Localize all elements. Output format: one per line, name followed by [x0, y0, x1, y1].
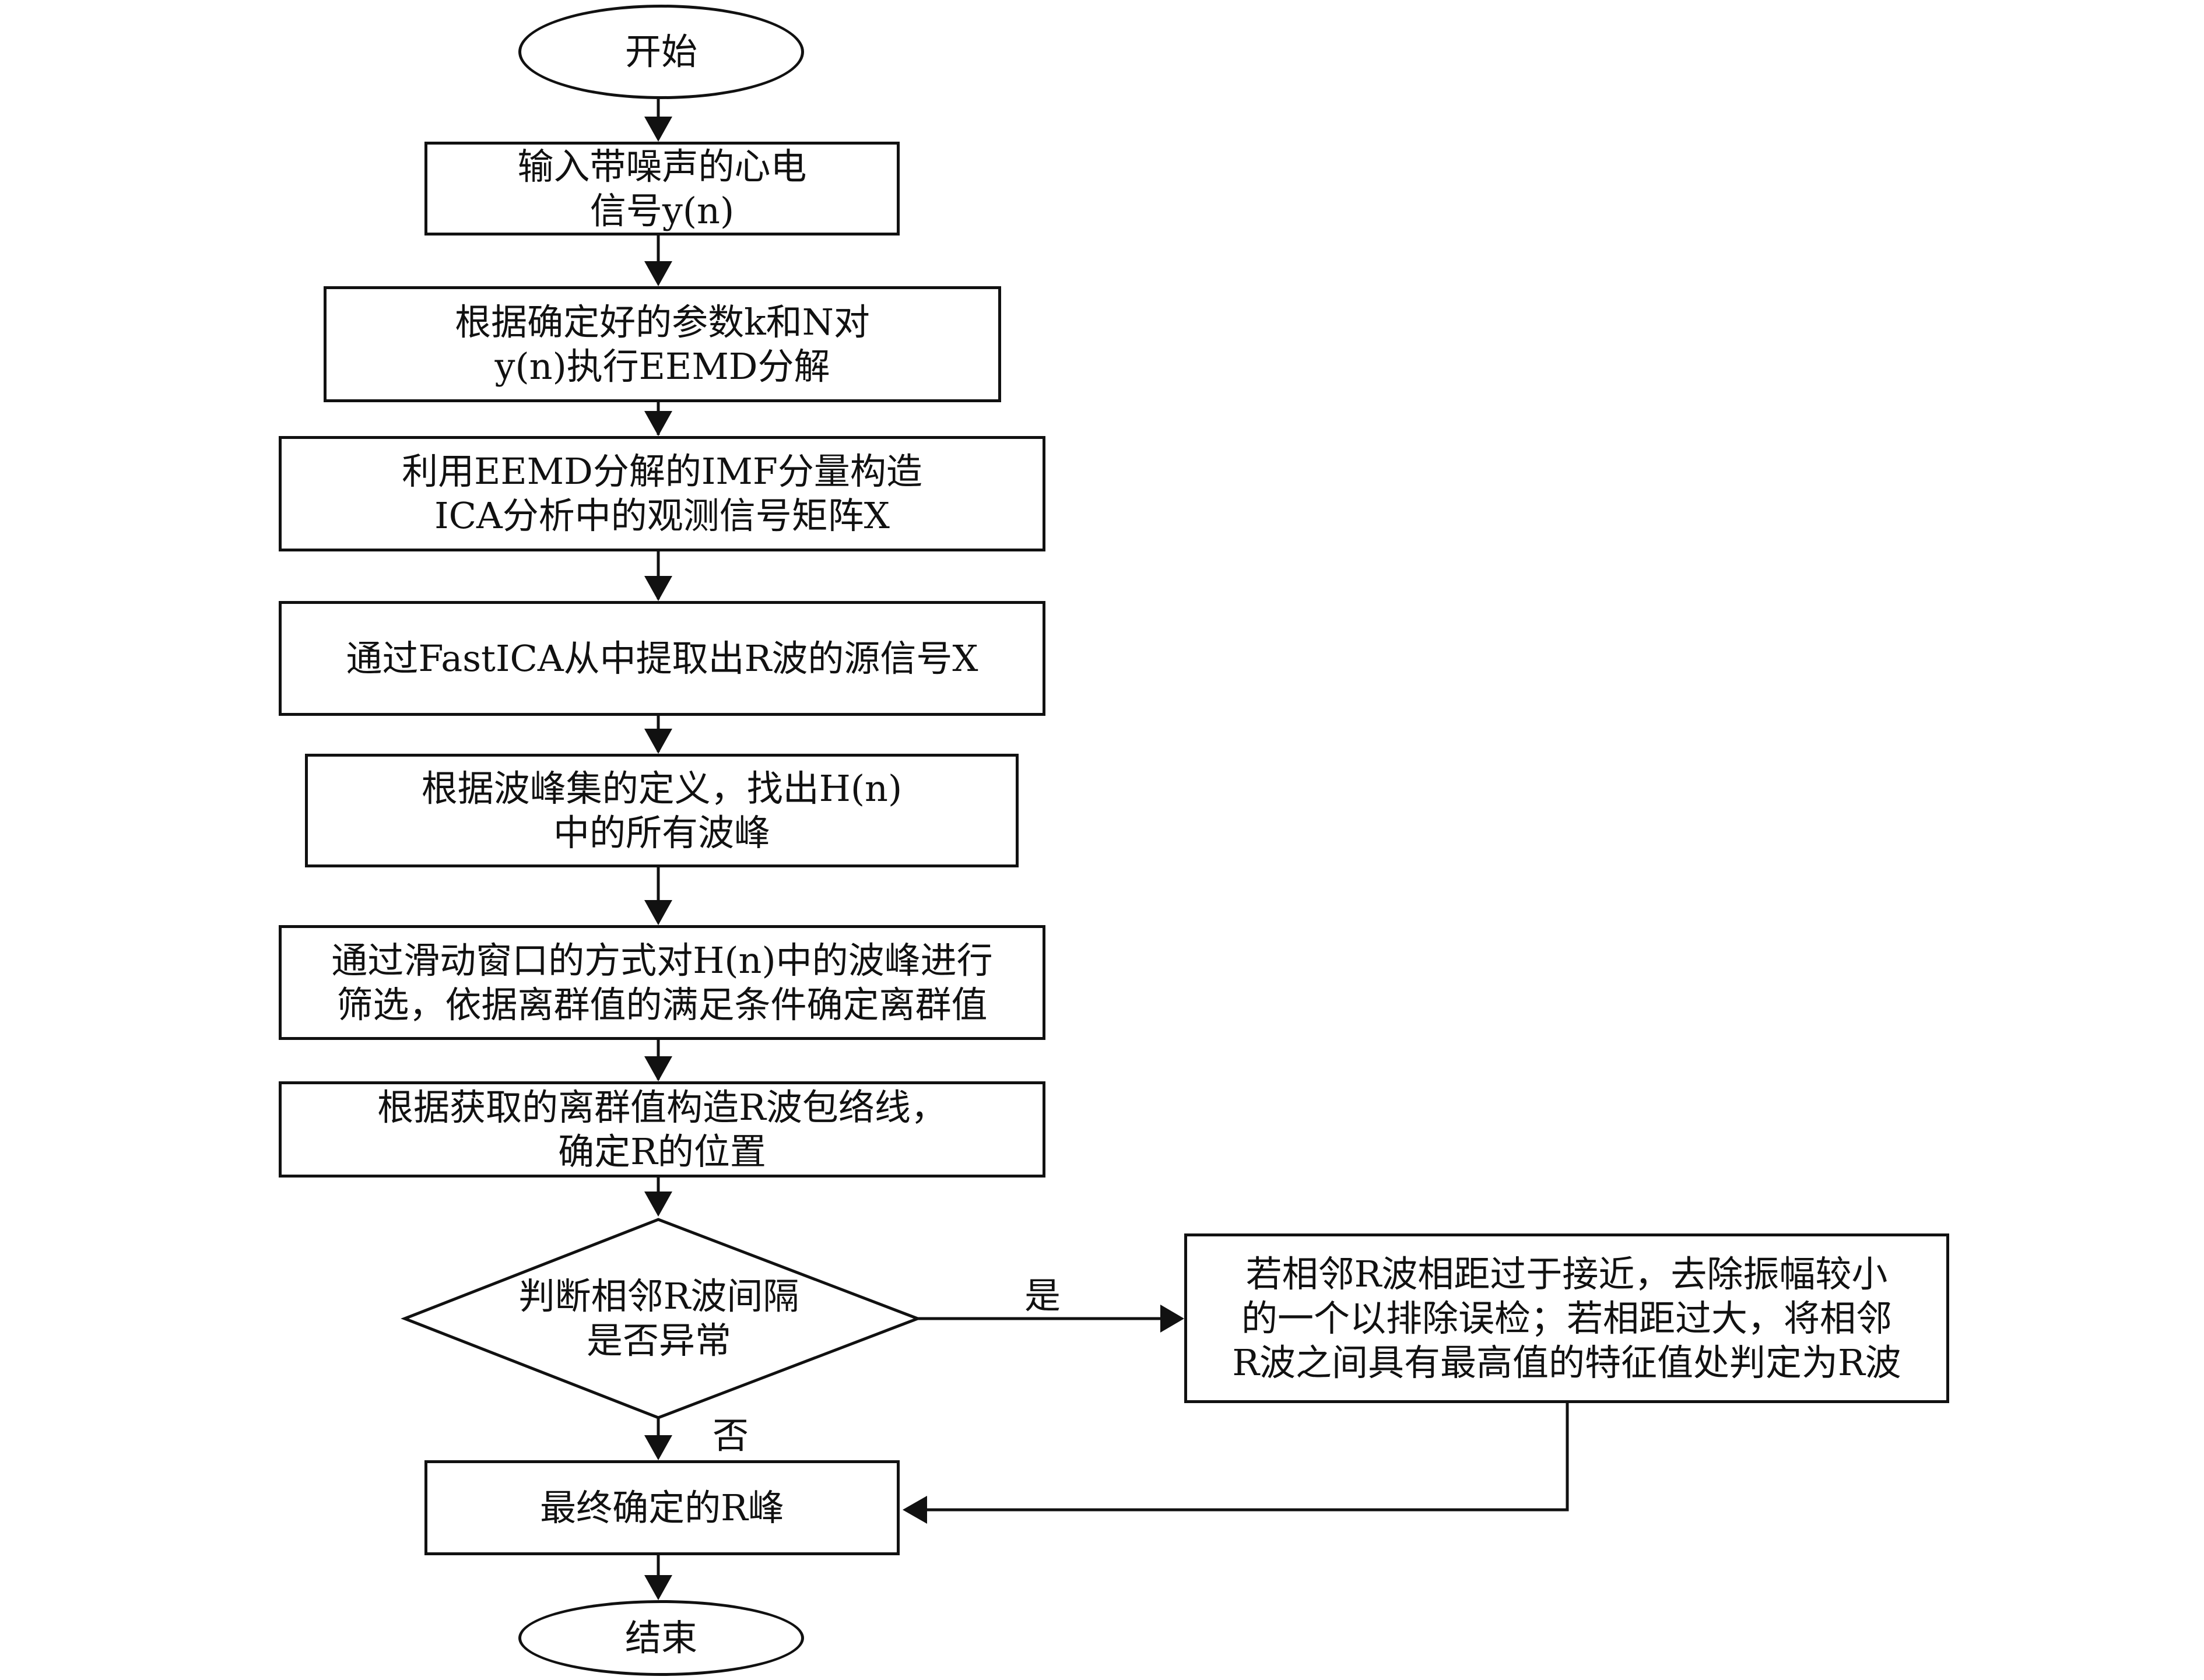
final-line: 最终确定的R峰 — [540, 1486, 784, 1529]
correction-box: 若相邻R波相距过于接近，去除振幅较小 的一个以排除误检；若相距过大，将相邻 R波… — [1184, 1233, 1949, 1403]
arrowhead-3 — [644, 411, 672, 436]
arrowhead-yes — [1160, 1305, 1184, 1333]
start-terminal: 开始 — [518, 5, 804, 99]
step-line: 根据确定好的参数k和N对 — [455, 300, 870, 343]
step-line: 确定R的位置 — [558, 1130, 766, 1173]
correction-line: 若相邻R波相距过于接近，去除振幅较小 — [1245, 1252, 1888, 1295]
step-find-peaks: 根据波峰集的定义，找出H(n) 中的所有波峰 — [305, 754, 1019, 867]
step-build-envelope: 根据获取的离群值构造R波包络线， 确定R的位置 — [279, 1081, 1045, 1178]
arrowhead-9 — [644, 1435, 672, 1460]
arrowhead-8 — [644, 1192, 672, 1217]
arrowhead-return — [903, 1496, 927, 1524]
final-r-peak-box: 最终确定的R峰 — [424, 1460, 900, 1555]
end-label: 结束 — [624, 1616, 697, 1659]
step-line: 中的所有波峰 — [553, 811, 770, 854]
step-line: 通过滑动窗口的方式对H(n)中的波峰进行 — [331, 939, 993, 982]
correction-line: R波之间具有最高值的特征值处判定为R波 — [1232, 1341, 1901, 1384]
no-label: 否 — [713, 1414, 749, 1457]
decision-line: 判断相邻R波间隔 — [518, 1275, 799, 1317]
step-line: 信号y(n) — [589, 189, 735, 232]
correction-line: 的一个以排除误检；若相距过大，将相邻 — [1241, 1296, 1892, 1340]
start-label: 开始 — [624, 30, 697, 73]
arrowhead-6 — [644, 900, 672, 925]
step-line: ICA分析中的观测信号矩阵X — [434, 494, 890, 537]
step-fastica-extract: 通过FastICA从中提取出R波的源信号X — [279, 601, 1045, 716]
yes-label: 是 — [1024, 1274, 1061, 1317]
decision-diamond — [401, 1218, 922, 1419]
step-build-observation-matrix: 利用EEMD分解的IMF分量构造 ICA分析中的观测信号矩阵X — [279, 436, 1045, 551]
step-eemd-decompose: 根据确定好的参数k和N对 y(n)执行EEMD分解 — [324, 286, 1001, 402]
arrowhead-2 — [644, 261, 672, 286]
arrow-correction-to-final — [920, 1403, 1569, 1512]
arrowhead-1 — [644, 117, 672, 142]
step-input-signal: 输入带噪声的心电 信号y(n) — [424, 142, 900, 236]
end-terminal: 结束 — [518, 1600, 804, 1676]
arrowhead-5 — [644, 729, 672, 754]
step-sliding-window-filter: 通过滑动窗口的方式对H(n)中的波峰进行 筛选，依据离群值的满足条件确定离群值 — [279, 925, 1045, 1040]
step-line: 筛选，依据离群值的满足条件确定离群值 — [336, 983, 988, 1026]
step-line: 根据波峰集的定义，找出H(n) — [421, 767, 903, 810]
arrowhead-10 — [644, 1575, 672, 1600]
step-line: y(n)执行EEMD分解 — [494, 345, 830, 388]
decision-line: 是否异常 — [586, 1319, 731, 1362]
decision-label: 判断相邻R波间隔 是否异常 — [478, 1266, 840, 1371]
step-line: 根据获取的离群值构造R波包络线， — [377, 1085, 947, 1129]
step-line: 通过FastICA从中提取出R波的源信号X — [346, 637, 978, 680]
step-line: 利用EEMD分解的IMF分量构造 — [402, 450, 922, 493]
arrowhead-4 — [644, 576, 672, 601]
step-line: 输入带噪声的心电 — [517, 145, 807, 188]
arrowhead-7 — [644, 1056, 672, 1081]
